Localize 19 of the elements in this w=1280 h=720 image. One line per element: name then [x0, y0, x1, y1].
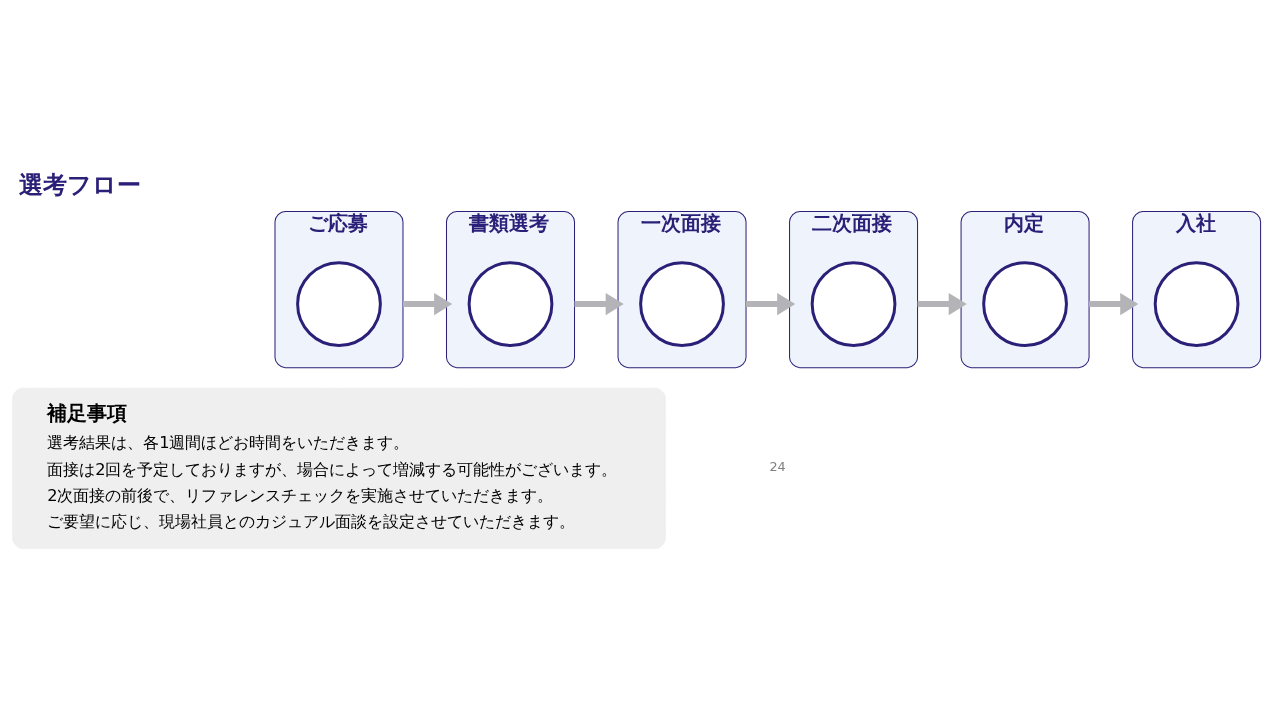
node-circle	[639, 261, 725, 347]
node-circle	[810, 261, 897, 347]
node-circle	[1153, 261, 1240, 347]
cluster: 書類選考	[446, 211, 575, 369]
arrow	[403, 293, 453, 316]
arrow	[574, 293, 624, 316]
cluster: ご応募	[274, 211, 404, 369]
arrow	[1089, 293, 1139, 316]
arrow	[917, 293, 967, 316]
cluster: 一次面接	[617, 211, 747, 369]
cluster: 二次面接	[789, 211, 919, 369]
diagram-title: 選考フロー	[19, 171, 142, 200]
node-circle	[296, 261, 382, 347]
label: 24	[769, 459, 786, 475]
cluster: 入社	[1132, 211, 1262, 369]
arrow	[746, 293, 796, 316]
cluster: 内定	[960, 211, 1090, 369]
node-circle	[982, 261, 1068, 347]
node-circle	[467, 261, 554, 347]
